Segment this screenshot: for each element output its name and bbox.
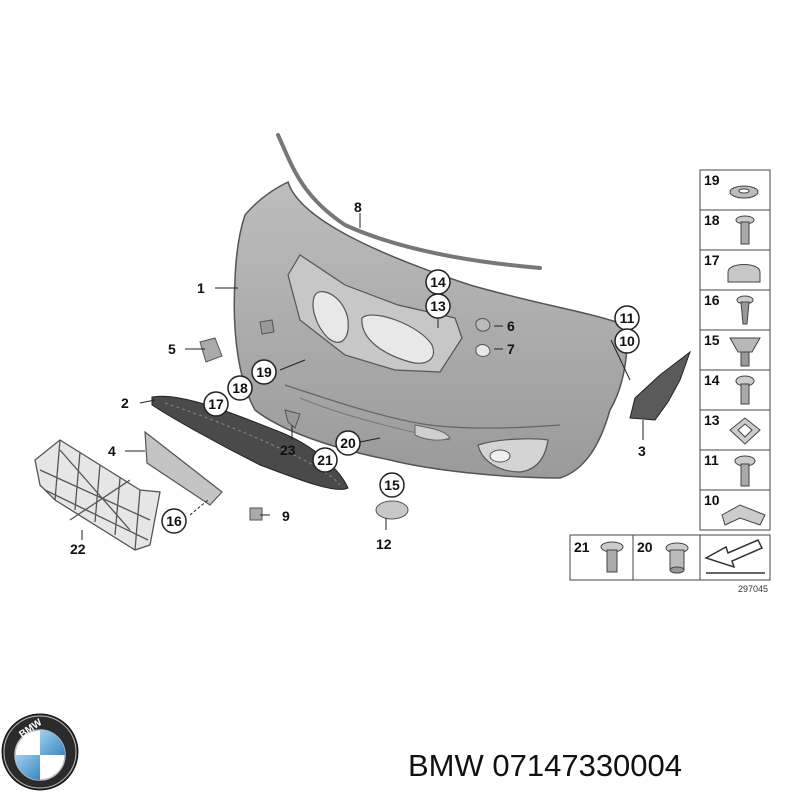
- fastener-legend-labels: 19 18 17 16 15 14 13 11 10 21 20 297045: [574, 172, 768, 594]
- fastener-legend: [569, 169, 771, 581]
- clip-icon: [721, 504, 766, 526]
- arrow-icon: [704, 539, 765, 574]
- callout-6: 6: [507, 318, 515, 334]
- grommet-icon: [729, 417, 761, 445]
- legend-label-21: 21: [574, 539, 590, 555]
- callout-13: 13: [430, 298, 446, 314]
- callout-23: 23: [280, 442, 296, 458]
- callout-7: 7: [507, 341, 515, 357]
- expanding-nut-icon: [729, 337, 761, 367]
- legend-label-11: 11: [704, 452, 719, 468]
- screw-icon: [735, 215, 755, 245]
- callout-17: 17: [208, 396, 224, 412]
- legend-label-16: 16: [704, 292, 720, 308]
- legend-label-15: 15: [704, 332, 720, 348]
- rivet-icon: [736, 295, 754, 325]
- part-4-cover-plate: [144, 430, 223, 506]
- part-7-ring: [475, 344, 491, 357]
- callouts: 1 2 3 4 5 6 7 8 9 12 23 22: [70, 199, 646, 557]
- callout-22: 22: [70, 541, 86, 557]
- callout-1: 1: [197, 280, 205, 296]
- spacer-icon: [665, 542, 689, 574]
- washer-icon: [729, 185, 759, 199]
- callout-5: 5: [168, 341, 176, 357]
- bolt-icon: [600, 541, 624, 573]
- diagram-number: 297045: [738, 584, 768, 594]
- screw-icon-11: [734, 455, 756, 487]
- callout-18: 18: [232, 380, 248, 396]
- part-3-side-bracket: [629, 350, 692, 421]
- callout-4: 4: [108, 443, 116, 459]
- legend-label-10: 10: [704, 492, 720, 508]
- circled-callouts: [161, 269, 640, 534]
- part-8-wire-strip: [276, 133, 542, 270]
- callout-3: 3: [638, 443, 646, 459]
- part-1-bumper-panel: [233, 180, 628, 479]
- part-5-bracket: [199, 337, 223, 363]
- part-2-spoiler-strip: [151, 395, 349, 490]
- part-22-carrier-frame: [34, 439, 161, 551]
- legend-label-18: 18: [704, 212, 720, 228]
- part-9-clip: [249, 507, 263, 521]
- callout-21: 21: [317, 452, 333, 468]
- callout-12: 12: [376, 536, 392, 552]
- legend-label-19: 19: [704, 172, 720, 188]
- callout-2: 2: [121, 395, 129, 411]
- callout-16: 16: [166, 513, 182, 529]
- callout-15: 15: [384, 477, 400, 493]
- callout-9: 9: [282, 508, 290, 524]
- part-12-fog-cover: [375, 500, 409, 520]
- callout-11: 11: [620, 310, 635, 326]
- cap-icon: [727, 264, 761, 283]
- legend-label-20: 20: [637, 539, 653, 555]
- part-6-cap: [475, 318, 491, 332]
- callout-20: 20: [340, 435, 356, 451]
- circled-callout-labels: 14 13 11 10 19 18 17 20 21 15 16: [166, 274, 635, 529]
- callout-14: 14: [430, 274, 446, 290]
- callout-19: 19: [256, 364, 272, 380]
- bmw-logo-icon: BMW: [1, 713, 79, 791]
- screw-icon-14: [735, 375, 755, 405]
- legend-label-17: 17: [704, 252, 720, 268]
- legend-label-14: 14: [704, 372, 720, 388]
- callout-10: 10: [619, 333, 635, 349]
- callout-8: 8: [354, 199, 362, 215]
- legend-label-13: 13: [704, 412, 720, 428]
- part-number-caption: BMW 07147330004: [408, 748, 682, 783]
- part-23-bracket: [284, 409, 301, 429]
